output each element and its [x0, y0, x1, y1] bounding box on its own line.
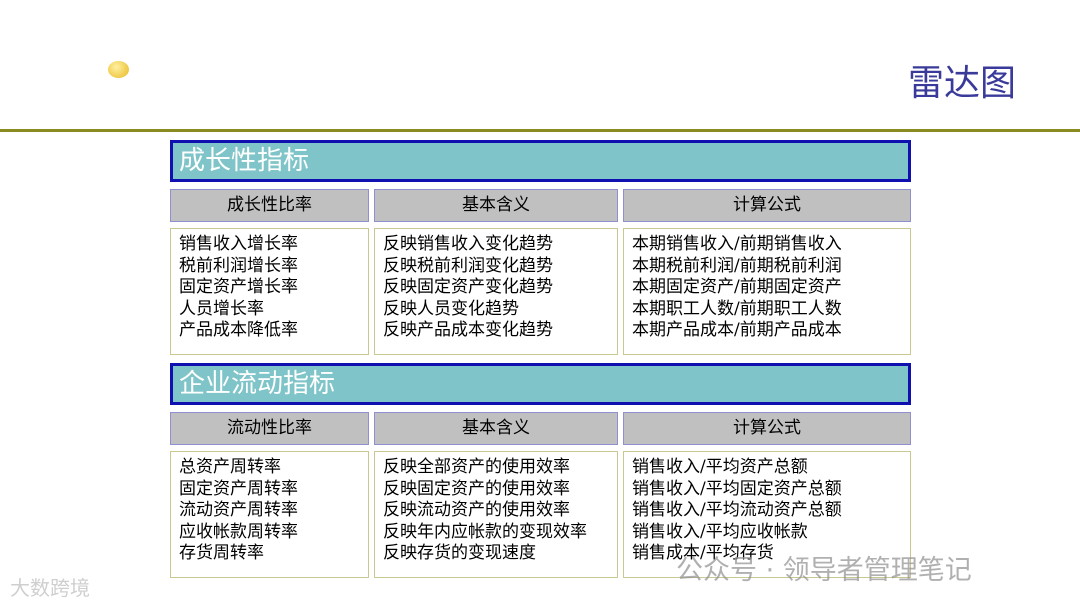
cell-line: 反映固定资产变化趋势 — [383, 277, 553, 297]
cell-line: 销售收入/平均流动资产总额 — [632, 500, 842, 520]
cell-line: 应收帐款周转率 — [179, 521, 298, 542]
slide-title: 雷达图 — [907, 63, 1016, 104]
column-cell: 反映销售收入变化趋势反映税前利润变化趋势反映固定资产变化趋势反映人员变化趋势反映… — [374, 228, 618, 355]
cell-line: 固定资产增长率 — [179, 277, 298, 297]
cell-line: 人员增长率 — [179, 298, 264, 319]
cell-line: 反映销售收入变化趋势 — [383, 234, 553, 254]
column-cell: 总资产周转率固定资产周转率流动资产周转率应收帐款周转率存货周转率 — [170, 451, 369, 578]
cell-line: 反映税前利润变化趋势 — [383, 255, 553, 276]
column-cell: 销售收入/平均资产总额销售收入/平均固定资产总额销售收入/平均流动资产总额销售收… — [623, 451, 911, 578]
column-header: 基本含义 — [374, 189, 618, 222]
cell-line: 反映年内应帐款的变现效率 — [383, 521, 587, 542]
cell-line: 反映流动资产的使用效率 — [383, 500, 570, 520]
column-header: 成长性比率 — [170, 189, 369, 222]
cell-line: 销售收入/平均固定资产总额 — [632, 478, 842, 499]
section-title: 企业流动指标 — [170, 363, 911, 405]
cell-line: 本期销售收入/前期销售收入 — [632, 234, 842, 254]
cell-line: 存货周转率 — [179, 543, 264, 563]
column-header: 流动性比率 — [170, 412, 369, 445]
cell-line: 反映全部资产的使用效率 — [383, 457, 570, 477]
cell-line: 固定资产周转率 — [179, 478, 298, 499]
smiley-icon — [108, 61, 129, 78]
cell-line: 销售收入/平均资产总额 — [632, 457, 808, 477]
cell-line: 流动资产周转率 — [179, 500, 298, 520]
divider — [0, 129, 1080, 132]
cell-line: 本期产品成本/前期产品成本 — [632, 320, 842, 340]
column-header: 基本含义 — [374, 412, 618, 445]
watermark-right: 公众号 · 领导者管理笔记 — [676, 555, 972, 586]
watermark-left: 大数跨境 — [10, 576, 90, 600]
cell-line: 本期税前利润/前期税前利润 — [632, 255, 842, 276]
cell-line: 本期职工人数/前期职工人数 — [632, 298, 842, 319]
cell-line: 反映存货的变现速度 — [383, 543, 536, 563]
cell-line: 销售收入/平均应收帐款 — [632, 521, 808, 542]
column-cell: 销售收入增长率税前利润增长率固定资产增长率人员增长率产品成本降低率 — [170, 228, 369, 355]
section-title: 成长性指标 — [170, 140, 911, 182]
cell-line: 反映产品成本变化趋势 — [383, 320, 553, 340]
cell-line: 产品成本降低率 — [179, 320, 298, 340]
column-header: 计算公式 — [623, 189, 911, 222]
cell-line: 销售收入增长率 — [179, 234, 298, 254]
cell-line: 本期固定资产/前期固定资产 — [632, 277, 842, 297]
cell-line: 销售成本/平均存货 — [632, 543, 774, 563]
cell-line: 反映固定资产的使用效率 — [383, 478, 570, 499]
cell-line: 总资产周转率 — [179, 457, 281, 477]
cell-line: 税前利润增长率 — [179, 255, 298, 276]
column-cell: 本期销售收入/前期销售收入本期税前利润/前期税前利润本期固定资产/前期固定资产本… — [623, 228, 911, 355]
column-header: 计算公式 — [623, 412, 911, 445]
column-cell: 反映全部资产的使用效率反映固定资产的使用效率反映流动资产的使用效率反映年内应帐款… — [374, 451, 618, 578]
cell-line: 反映人员变化趋势 — [383, 298, 519, 319]
